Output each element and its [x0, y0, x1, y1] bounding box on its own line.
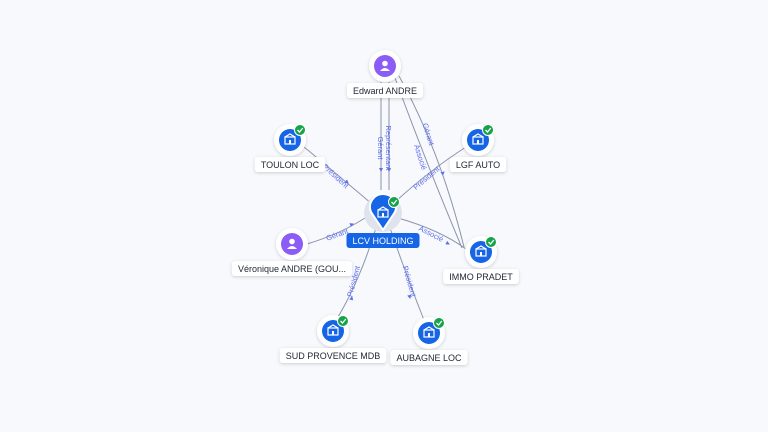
node-label: LCV HOLDING: [352, 236, 413, 246]
edge-lcv-lgf: Président: [394, 146, 467, 203]
building-icon: [327, 324, 339, 336]
building-icon: [475, 245, 487, 257]
edge-label: Gérant: [376, 137, 385, 161]
node-label-bg: [254, 157, 326, 172]
edge-label: Gérant: [421, 122, 437, 147]
edge-lcv-toulon: Président: [303, 146, 373, 205]
edge-label: Gérant: [325, 226, 350, 243]
edge-line: [306, 217, 366, 245]
edge-line: [394, 146, 467, 203]
node-label-bg: [443, 269, 519, 284]
node-immo[interactable]: IMMO PRADET: [443, 236, 519, 284]
verified-check-icon: [388, 196, 400, 208]
node-toulon[interactable]: TOULON LOC: [254, 124, 326, 172]
edge-arrow-icon: [344, 179, 349, 184]
edge-arrow-icon: [407, 294, 412, 299]
edge-label: Président: [321, 162, 351, 191]
verified-check-icon: [485, 236, 497, 248]
edge-arrow-icon: [387, 168, 391, 172]
node-lgf[interactable]: LGF AUTO: [449, 124, 507, 172]
edge-edward-lcv: Gérant: [376, 82, 385, 190]
node-label-bg: [449, 157, 507, 172]
edge-arrow-icon: [445, 240, 450, 245]
edge-label: Associé: [412, 143, 429, 171]
building-icon: [377, 206, 389, 218]
node-label-bg: [346, 83, 424, 98]
node-label-bg: [346, 233, 420, 248]
edge-label: Représentant: [384, 125, 393, 171]
edge-arrow-icon: [349, 223, 354, 227]
node-label-bg: [231, 261, 353, 276]
edge-arrow-icon: [349, 296, 354, 301]
node-label: Edward ANDRE: [353, 86, 417, 96]
node-lcv[interactable]: LCV HOLDING: [346, 193, 420, 248]
verified-check-icon: [482, 124, 494, 136]
edge-label: Président: [401, 265, 419, 299]
node-label: LGF AUTO: [456, 160, 500, 170]
verified-check-icon: [337, 315, 349, 327]
edge-arrow-icon: [379, 168, 383, 172]
node-label: IMMO PRADET: [449, 272, 513, 282]
verified-check-icon: [294, 124, 306, 136]
node-sud[interactable]: SUD PROVENCE MDB: [279, 315, 387, 363]
verified-check-icon: [433, 317, 445, 329]
building-icon: [284, 133, 296, 145]
node-veronique[interactable]: Véronique ANDRE (GOU...: [231, 228, 353, 276]
edge-line: [303, 146, 373, 205]
edge-arrow-icon: [440, 171, 445, 176]
node-edward[interactable]: Edward ANDRE: [346, 50, 424, 98]
node-aubagne[interactable]: AUBAGNE LOC: [390, 317, 468, 365]
building-icon: [423, 326, 435, 338]
edge-edward-lcv: Représentant: [384, 82, 393, 190]
edge-line: [397, 217, 467, 250]
node-label: TOULON LOC: [261, 160, 320, 170]
person-icon: [287, 238, 297, 249]
node-label: AUBAGNE LOC: [396, 353, 462, 363]
node-label: SUD PROVENCE MDB: [286, 351, 381, 361]
node-label-bg: [279, 348, 387, 363]
node-label-bg: [390, 350, 468, 365]
person-icon: [380, 60, 390, 71]
edge-label: Associé: [417, 224, 444, 244]
node-label: Véronique ANDRE (GOU...: [238, 264, 346, 274]
building-icon: [472, 133, 484, 145]
